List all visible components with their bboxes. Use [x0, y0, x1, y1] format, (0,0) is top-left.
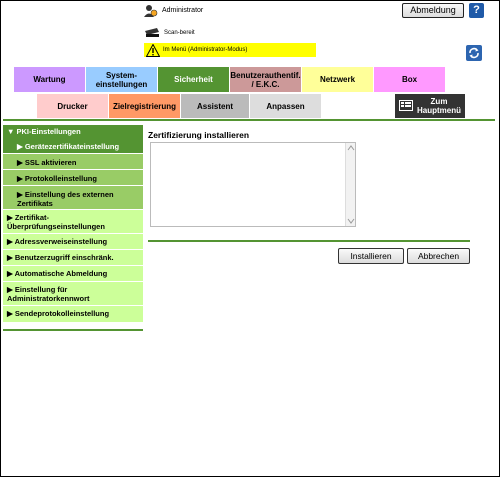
tab-netzwerk[interactable]: Netzwerk — [302, 67, 373, 92]
sidebar-divider — [3, 329, 143, 331]
cancel-button[interactable]: Abbrechen — [407, 248, 470, 264]
scroll-down-icon[interactable] — [347, 218, 355, 224]
tab-divider — [3, 119, 495, 121]
textarea-scrollbar[interactable] — [345, 143, 355, 226]
admin-mode-notice: Im Menü (Administrator-Modus) — [163, 47, 248, 53]
main-menu-button[interactable]: Zum Hauptmenü — [395, 94, 465, 118]
sidebar-section-pki[interactable]: ▼ PKI-Einstellungen — [3, 125, 143, 138]
admin-mode-bar — [144, 43, 316, 57]
sidebar-item-zertifikatpruefung[interactable]: ▶ Zertifikat-Überprüfungseinstellungen — [3, 210, 143, 234]
sidebar-item-ssl[interactable]: ▶ SSL aktivieren — [3, 154, 143, 170]
sidebar-item-adressverweis[interactable]: ▶ Adressverweiseinstellung — [3, 234, 143, 250]
sidebar-item-externes-zertifikat[interactable]: ▶ Einstellung des externen Zertifikats — [3, 186, 143, 210]
administrator-icon — [144, 5, 158, 17]
scanner-icon — [145, 28, 159, 37]
sidebar-item-geraetezertifikat[interactable]: ▶ Gerätezertifikateinstellung — [3, 138, 143, 154]
warning-icon — [146, 44, 160, 57]
sidebar-item-benutzerzugriff[interactable]: ▶ Benutzerzugriff einschränk. — [3, 250, 143, 266]
tab-assistent[interactable]: Assistent — [181, 94, 249, 118]
install-button[interactable]: Installieren — [338, 248, 404, 264]
certificate-input[interactable] — [150, 142, 356, 227]
sidebar-item-protokoll[interactable]: ▶ Protokolleinstellung — [3, 170, 143, 186]
content-divider — [148, 240, 470, 242]
help-button[interactable]: ? — [469, 3, 484, 18]
tab-sicherheit[interactable]: Sicherheit — [158, 67, 229, 92]
user-name: Administrator — [162, 7, 204, 14]
tab-anpassen[interactable]: Anpassen — [250, 94, 321, 118]
tab-benutzerauthentifizierung[interactable]: Benutzerauthentif. / E.K.C. — [230, 67, 301, 92]
logout-button[interactable]: Abmeldung — [402, 3, 464, 18]
tab-systemeinstellungen[interactable]: System- einstellungen — [86, 67, 157, 92]
sidebar-item-adminkennwort[interactable]: ▶ Einstellung für Administratorkennwort — [3, 282, 143, 306]
tab-zielregistrierung[interactable]: Zielregistrierung — [109, 94, 180, 118]
scroll-up-icon[interactable] — [347, 145, 355, 151]
tab-drucker[interactable]: Drucker — [37, 94, 108, 118]
refresh-button[interactable] — [466, 45, 482, 61]
refresh-icon — [469, 47, 479, 59]
tab-box[interactable]: Box — [374, 67, 445, 92]
main-menu-label: Zum Hauptmenü — [417, 97, 461, 115]
tab-wartung[interactable]: Wartung — [14, 67, 85, 92]
device-status: Scan-bereit — [164, 30, 195, 36]
page-title: Zertifizierung installieren — [148, 130, 250, 140]
sidebar-item-sendeprotokoll[interactable]: ▶ Sendeprotokolleinstellung — [3, 306, 143, 323]
sidebar-item-abmeldung[interactable]: ▶ Automatische Abmeldung — [3, 266, 143, 282]
main-menu-icon — [399, 100, 413, 111]
